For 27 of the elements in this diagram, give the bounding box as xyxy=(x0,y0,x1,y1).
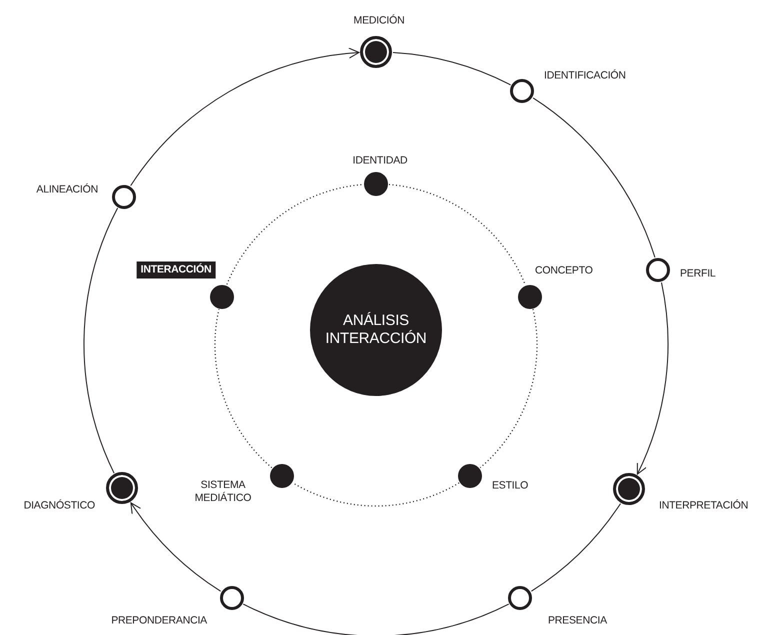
arc-line xyxy=(242,604,510,635)
arc-line xyxy=(532,97,656,258)
dotted-arc xyxy=(480,309,538,468)
node-label: ESTILO xyxy=(492,479,528,492)
arc-line xyxy=(392,52,512,86)
node-label: SISTEMA MEDIÁTICO xyxy=(194,478,252,505)
node-label: CONCEPTO xyxy=(534,264,593,278)
node-label: DIAGNÓSTICO xyxy=(24,499,95,512)
arc-arrow xyxy=(130,502,222,592)
node-label: ALINEACIÓN xyxy=(36,183,98,196)
arc-arrow xyxy=(130,48,360,186)
node-label: PREPONDERANCIA xyxy=(111,614,207,628)
dotted-arc xyxy=(214,309,272,468)
arc-arrow xyxy=(636,282,668,475)
node-label: PERFIL xyxy=(680,267,716,280)
highlighted-label: INTERACCIÓN xyxy=(136,262,216,278)
dotted-arc xyxy=(292,482,460,506)
arc-line xyxy=(84,208,118,474)
node-label: IDENTIFICACIÓN xyxy=(544,70,626,82)
dotted-arc xyxy=(388,184,526,285)
node-label: PRESENCIA xyxy=(548,614,607,628)
arc-line xyxy=(530,503,621,592)
node-label: MEDICIÓN xyxy=(354,14,404,28)
node-label: IDENTIDAD xyxy=(352,154,408,168)
dotted-arc xyxy=(226,184,364,285)
node-label: INTERPRETACIÓN xyxy=(658,499,748,512)
center-label: ANÁLISIS INTERACCIÓN xyxy=(324,312,428,348)
